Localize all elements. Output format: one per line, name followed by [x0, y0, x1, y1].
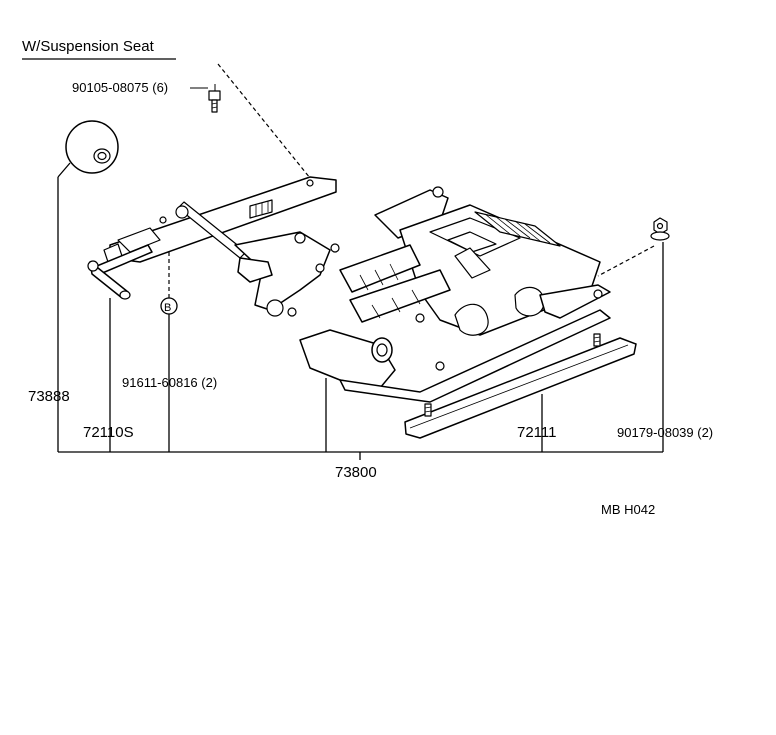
bolt-top-icon: [208, 84, 221, 113]
adjuster-handle-icon: [87, 244, 153, 300]
suspension-frame-icon: [234, 186, 611, 403]
dashed-leader-nut: [597, 245, 655, 277]
callout-bolt-top: 90105-08075 (6): [72, 80, 168, 95]
callout-knob: 73888: [28, 388, 70, 405]
rail-cover-stud-left-icon: [424, 403, 432, 417]
rail-cover-stud-right-icon: [593, 333, 601, 347]
callout-seat-assembly: 73800: [335, 464, 377, 481]
shift-knob-icon: [65, 120, 119, 174]
callout-nut-right: 90179-08039 (2): [617, 425, 713, 440]
callout-bolt-b: 91611-60816 (2): [122, 375, 217, 390]
circle-b-label: B: [164, 302, 171, 314]
dashed-leader-top: [217, 63, 311, 179]
diagram-title: W/Suspension Seat: [22, 38, 155, 55]
callout-rail-cover: 72111: [517, 424, 557, 441]
nut-right-icon: [650, 217, 670, 241]
seat-rail-upper-icon: [103, 176, 337, 263]
leader-knob-a: [57, 162, 71, 178]
rail-cover-icon: [404, 333, 637, 439]
callout-adjuster: 72110S: [83, 424, 134, 441]
reference-code: MB H042: [601, 502, 655, 517]
